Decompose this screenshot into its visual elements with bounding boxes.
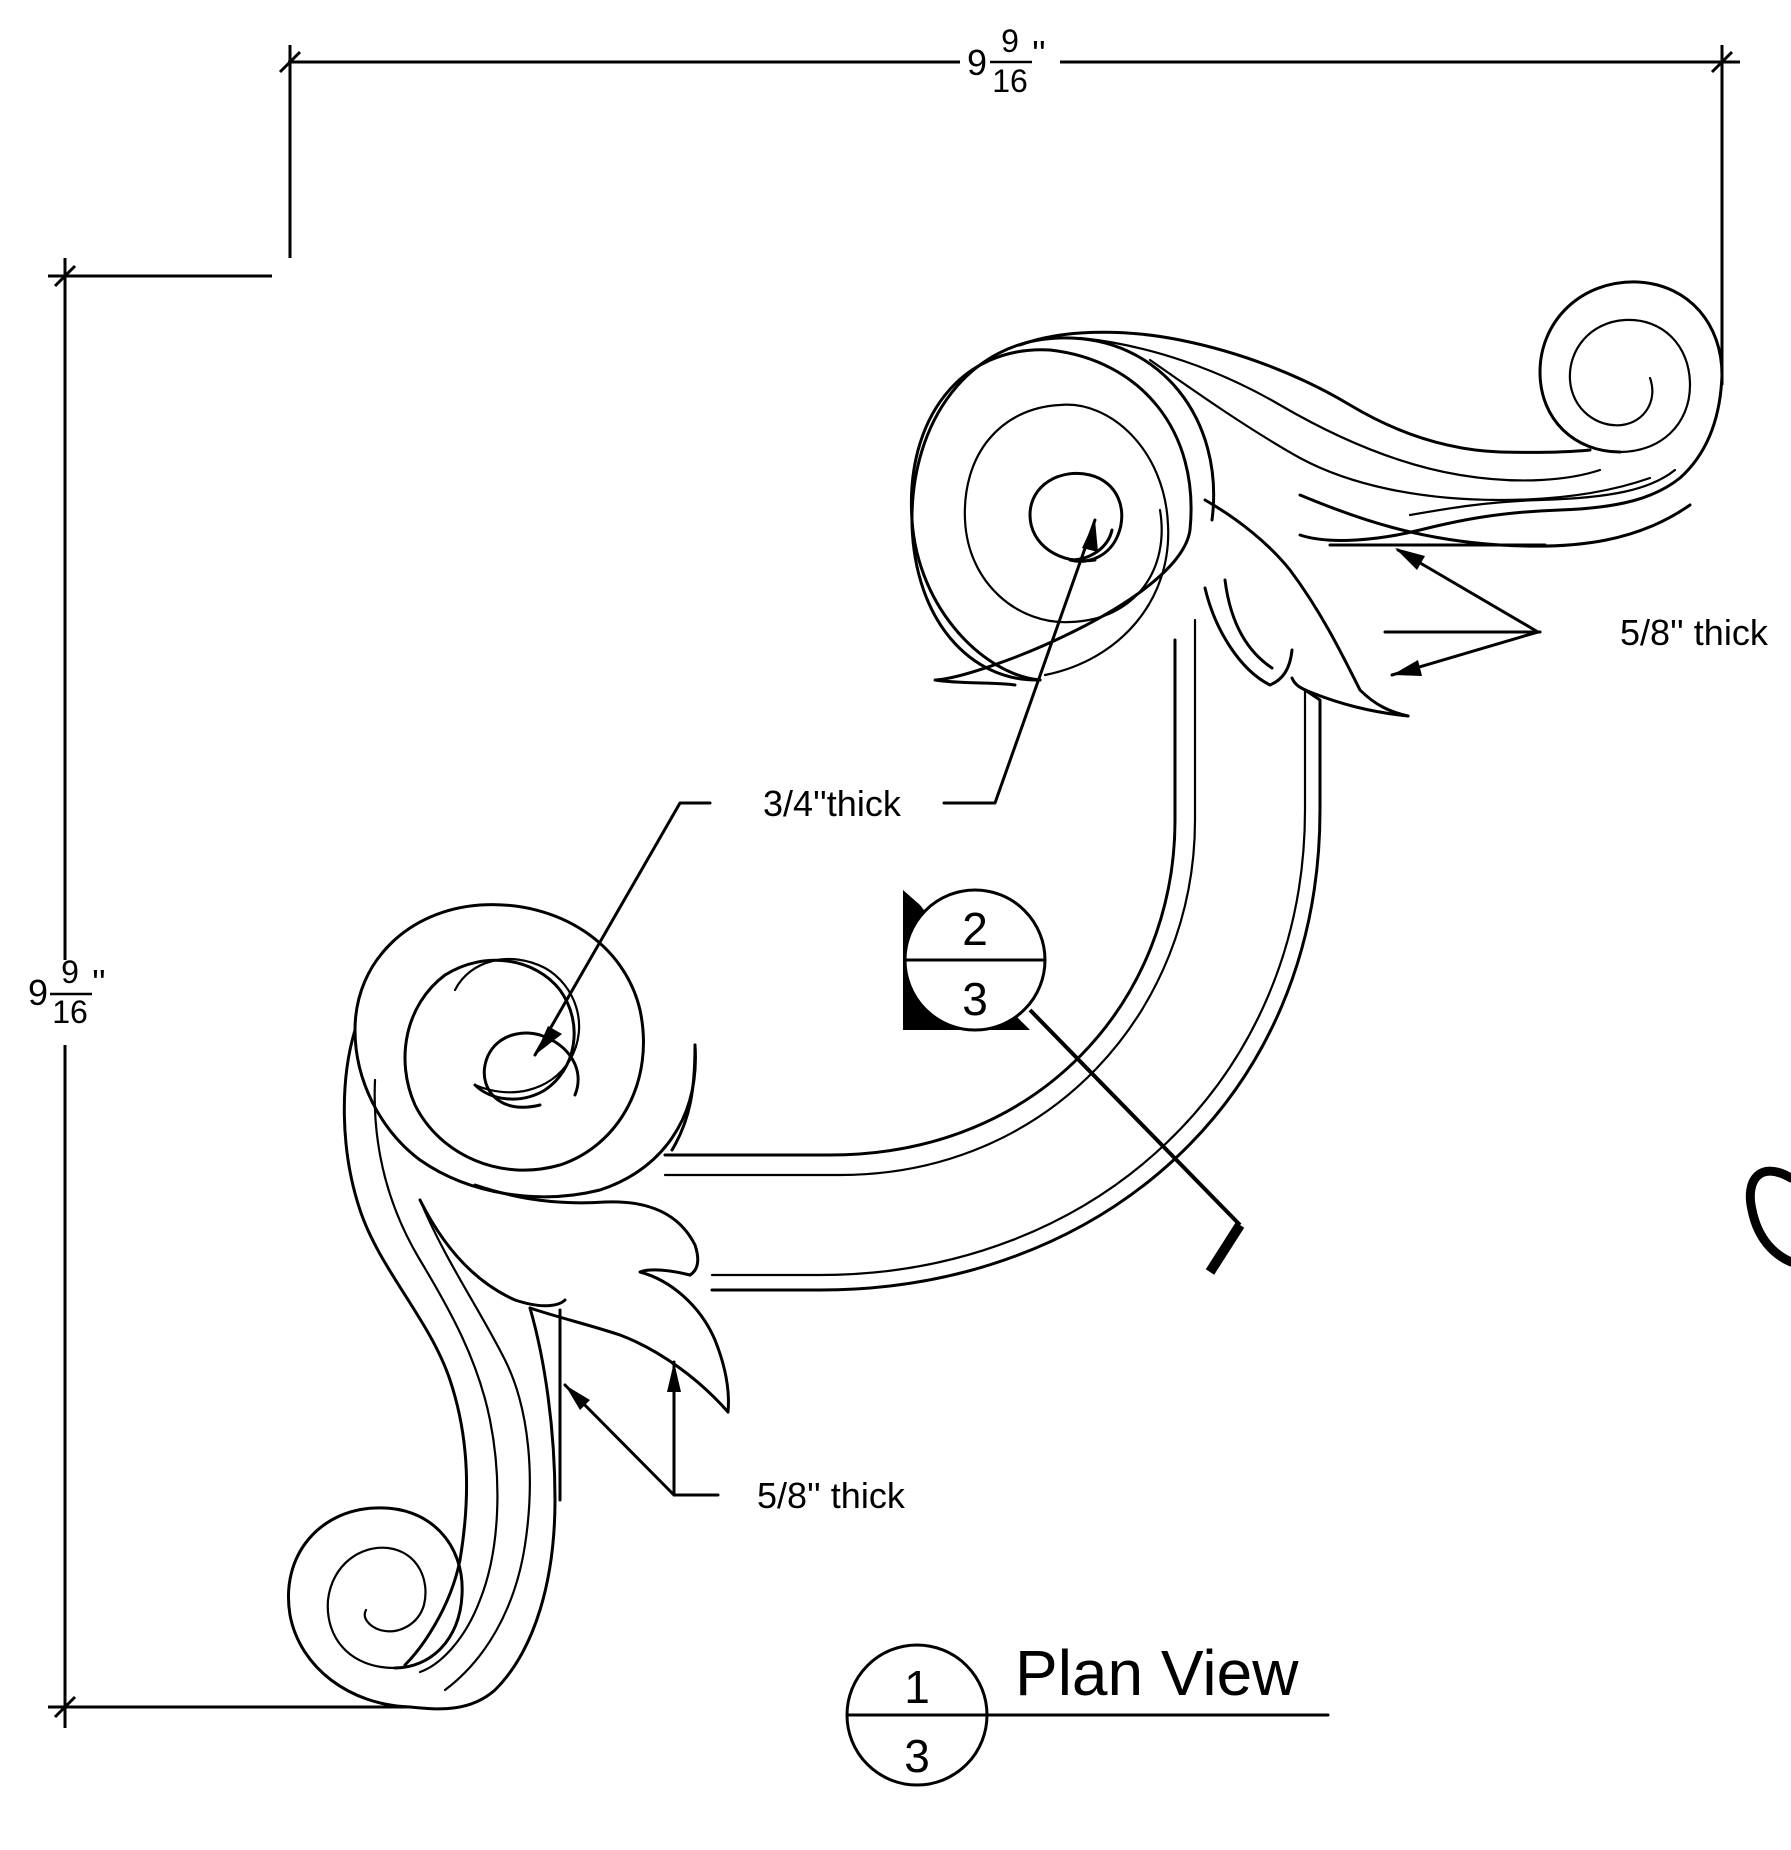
- upper-arm: [1018, 330, 1692, 548]
- center-band: [663, 618, 1322, 1292]
- upper-volute: [909, 336, 1216, 687]
- width-dimension: 9 9 16 '': [278, 23, 1740, 385]
- height-unit: '': [92, 962, 106, 1003]
- lower-arm: [342, 1028, 562, 1711]
- upper-acanthus-leaf: [1203, 498, 1410, 718]
- width-whole: 9: [967, 42, 987, 83]
- section-marker-top-number: 2: [962, 903, 988, 955]
- callout-lower-leaf: 5/8'' thick: [563, 1360, 906, 1516]
- height-numerator: 9: [61, 954, 79, 990]
- callout-center-scroll: 3/4''thick: [533, 518, 1098, 1057]
- title-block: 1 3 Plan View: [845, 1637, 1330, 1787]
- lower-volute: [353, 903, 697, 1199]
- height-denominator: 16: [52, 994, 88, 1030]
- title-block-top-number: 1: [904, 1661, 930, 1713]
- width-numerator: 9: [1001, 23, 1019, 59]
- adjacent-detail-fragment: [1745, 1166, 1791, 1267]
- upper-right-volute: [1298, 280, 1724, 542]
- callout-upper-leaf: 5/8'' thick: [1383, 548, 1769, 677]
- scroll-bracket: [287, 280, 1724, 1711]
- lower-acanthus-leaf: [418, 1183, 730, 1414]
- width-denominator: 16: [992, 63, 1028, 99]
- section-marker-bottom-number: 3: [962, 973, 988, 1025]
- lower-left-volute: [287, 1506, 464, 1709]
- title-block-bottom-number: 3: [904, 1730, 930, 1782]
- center-scroll-thickness-label: 3/4''thick: [763, 783, 902, 824]
- height-whole: 9: [28, 972, 48, 1013]
- upper-leaf-thickness-label: 5/8'' thick: [1620, 612, 1769, 653]
- section-marker: 2 3: [903, 888, 1245, 1275]
- lower-leaf-thickness-label: 5/8'' thick: [757, 1475, 906, 1516]
- height-dimension: 9 9 16 '': [28, 258, 410, 1728]
- width-unit: '': [1032, 33, 1046, 74]
- view-title: Plan View: [1015, 1637, 1299, 1709]
